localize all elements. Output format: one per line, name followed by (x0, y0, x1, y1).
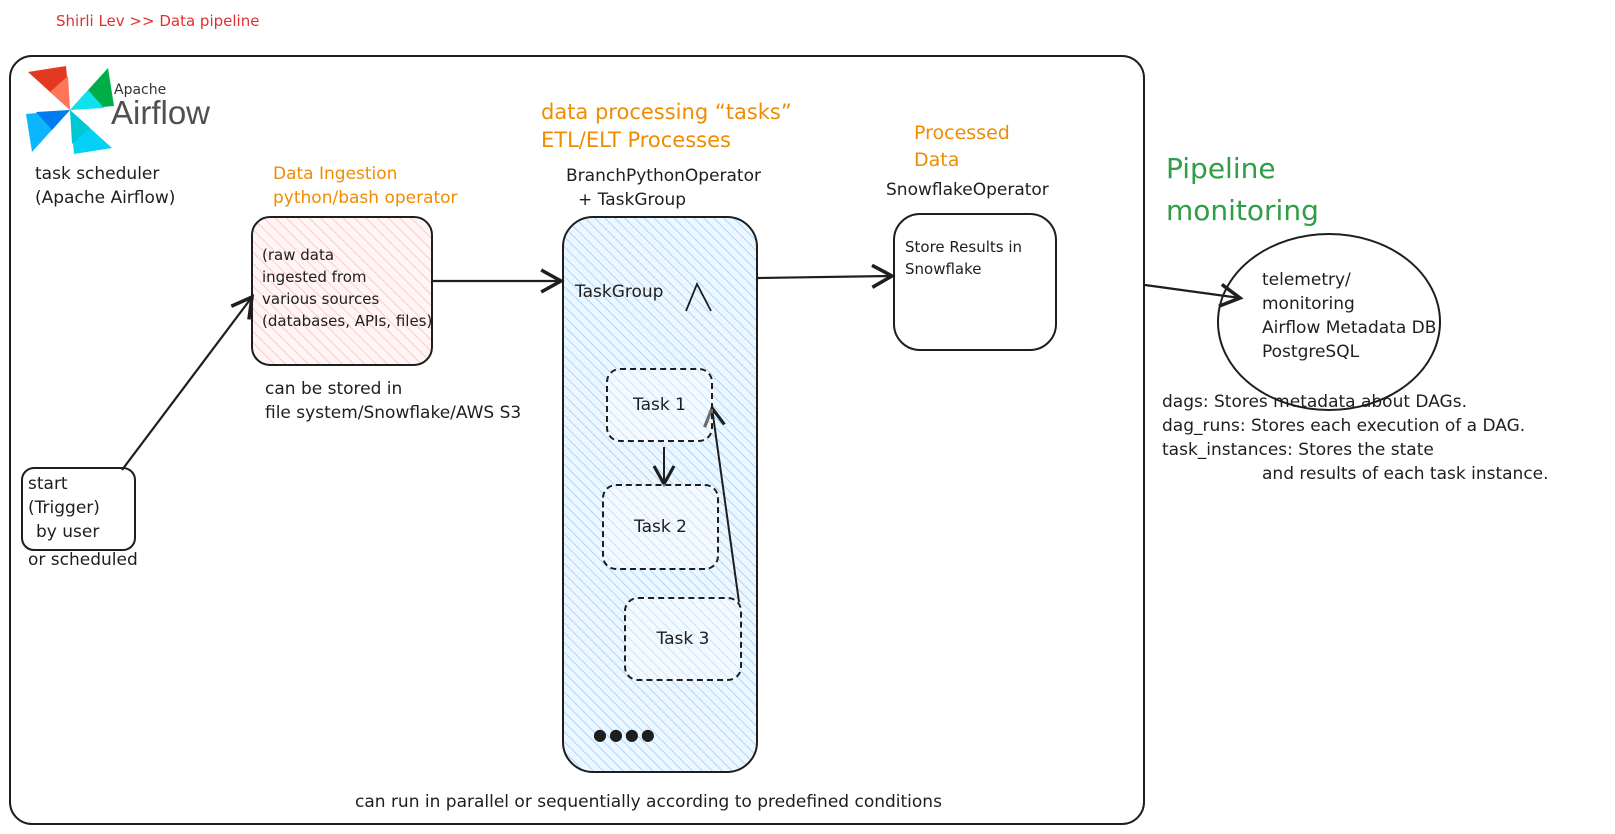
ingestion-title: Data Ingestion python/bash operator (273, 162, 458, 210)
processing-footer: can run in parallel or sequentially acco… (355, 792, 942, 812)
snowflake-box[interactable] (893, 213, 1057, 351)
start-note: or scheduled (28, 550, 138, 570)
breadcrumb[interactable]: Shirli Lev >> Data pipeline (56, 12, 260, 30)
collapse-caret-icon[interactable] (685, 281, 712, 312)
metadata-description: dags: Stores metadata about DAGs. dag_ru… (1162, 390, 1549, 486)
processing-title2: ETL/ELT Processes (541, 128, 731, 152)
scheduler-label: task scheduler (Apache Airflow) (35, 162, 175, 210)
monitoring-desc4: and results of each task instance. (1262, 464, 1549, 484)
task-2-label: Task 2 (634, 517, 687, 537)
processed-title2: Data (914, 149, 960, 171)
snowflake-body1: Store Results in (905, 238, 1023, 256)
more-tasks-indicator: ●●●● (593, 725, 657, 744)
monitoring-ellipse-text: telemetry/ monitoring Airflow Metadata D… (1262, 268, 1436, 364)
processed-title: Processed Data (914, 120, 1010, 174)
arrow-start-to-ingestion (121, 294, 255, 471)
task-1-label: Task 1 (633, 395, 686, 415)
logo-airflow-text: Airflow (111, 94, 211, 131)
ingestion-title1: Data Ingestion (273, 164, 398, 184)
ingestion-body2: ingested from (262, 268, 367, 286)
processing-op2: + TaskGroup (578, 190, 687, 210)
ingestion-title2: python/bash operator (273, 188, 458, 208)
monitoring-ellipse2: monitoring (1262, 294, 1355, 314)
monitoring-ellipse4: PostgreSQL (1262, 342, 1360, 362)
ingestion-note: can be stored in file system/Snowflake/A… (265, 377, 521, 425)
processing-title1: data processing “tasks” (541, 100, 792, 124)
monitoring-desc2: dag_runs: Stores each execution of a DAG… (1162, 416, 1526, 436)
processing-op1: BranchPythonOperator (566, 166, 761, 186)
start-label: start (Trigger) by user (28, 472, 100, 544)
start-line2: (Trigger) (28, 498, 100, 518)
monitoring-desc1: dags: Stores metadata about DAGs. (1162, 392, 1467, 412)
start-line3: by user (36, 522, 100, 542)
task-3-label: Task 3 (656, 629, 710, 649)
ingestion-body1: (raw data (262, 246, 335, 264)
snowflake-operator-label: SnowflakeOperator (886, 180, 1049, 200)
ingestion-body: (raw data ingested from various sources … (262, 244, 432, 332)
monitoring-title2: monitoring (1166, 194, 1319, 227)
monitoring-desc3: task_instances: Stores the state (1162, 440, 1434, 460)
snowflake-box-body: Store Results in Snowflake (905, 236, 1022, 280)
processing-operators: BranchPythonOperator + TaskGroup (566, 164, 761, 212)
scheduler-line2: (Apache Airflow) (35, 188, 176, 208)
scheduler-line1: task scheduler (35, 164, 160, 184)
processed-title1: Processed (914, 122, 1010, 144)
task-2[interactable]: Task 2 (602, 484, 719, 570)
task-1[interactable]: Task 1 (606, 368, 713, 442)
monitoring-ellipse3: Airflow Metadata DB (1262, 318, 1437, 338)
processing-title: data processing “tasks” ETL/ELT Processe… (541, 98, 792, 154)
ingestion-body4: (databases, APIs, files) (262, 312, 433, 330)
monitoring-ellipse1: telemetry/ (1262, 270, 1351, 290)
monitoring-title1: Pipeline (1166, 152, 1276, 185)
logo-apache-text: Apache (114, 82, 167, 98)
arrow-frame-to-monitoring (1144, 283, 1244, 308)
ingestion-note2: file system/Snowflake/AWS S3 (265, 403, 522, 423)
airflow-pinwheel-icon (26, 66, 114, 154)
snowflake-body2: Snowflake (905, 260, 982, 278)
taskgroup-label[interactable]: TaskGroup (575, 282, 664, 302)
start-line1: start (28, 474, 68, 494)
arrow-taskgroup-to-snowflake (757, 263, 896, 289)
ingestion-body3: various sources (262, 290, 380, 308)
task-3[interactable]: Task 3 (624, 597, 742, 681)
monitoring-title: Pipeline monitoring (1166, 148, 1319, 232)
ingestion-note1: can be stored in (265, 379, 403, 399)
